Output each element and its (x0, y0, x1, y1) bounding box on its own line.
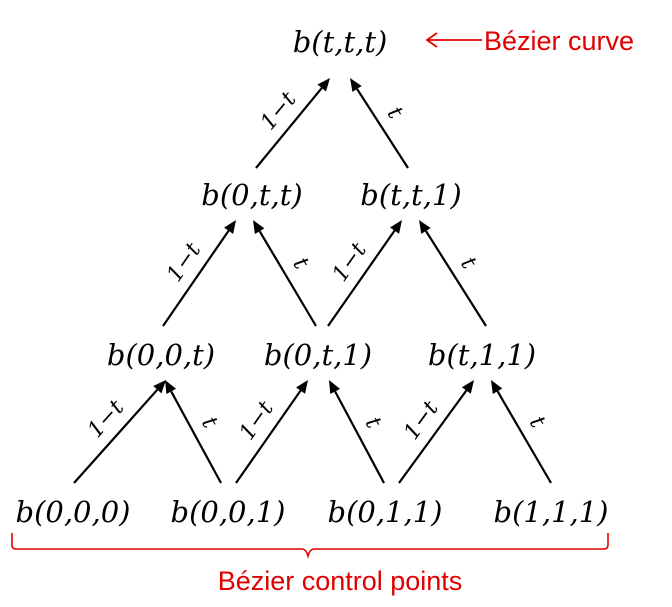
arrowhead-level2_left-to-level1_left (224, 220, 236, 234)
arrowhead-cp1-to-level2_left (165, 380, 177, 395)
weight-label-level2_mid-to-level1_left: t (287, 253, 313, 274)
node-level2-mid: b(0,t,1) (264, 338, 372, 372)
node-control-point-0: b(0,0,0) (16, 495, 131, 529)
edge-cp1-to-level2_mid (235, 390, 302, 484)
arrowhead-cp2-to-level2_mid (329, 380, 340, 395)
arrowhead-level1_right-to-apex (350, 78, 362, 92)
weight-label-level1_right-to-apex: t (382, 102, 408, 123)
edge-level2_left-to-level1_left (162, 230, 230, 327)
edges-layer: 1−t t 1−t t 1−t t 1−t t 1−t t 1−t t (73, 78, 552, 484)
weight-label-level2_right-to-level1_right: t (455, 253, 481, 274)
edge-cp2-to-level2_mid (334, 390, 385, 484)
node-control-point-2: b(0,1,1) (328, 495, 443, 529)
arrowhead-level1_left-to-apex (317, 78, 330, 92)
weight-label-level1_left-to-apex: 1−t (256, 87, 302, 135)
node-control-point-1: b(0,0,1) (171, 495, 286, 529)
weight-label-cp2-to-level2_mid: t (360, 413, 386, 433)
weight-label-cp2-to-level2_right: 1−t (399, 396, 444, 444)
arrowhead-level2_mid-to-level1_right (390, 220, 402, 234)
arrowhead-cp2-to-level2_right (461, 380, 474, 394)
edge-level1_left-to-apex (255, 87, 323, 169)
arrowhead-level2_right-to-level1_right (419, 220, 431, 234)
curve-pointer-arrowhead (425, 32, 438, 48)
weight-label-cp3-to-level2_right: t (524, 412, 550, 432)
edge-level1_right-to-apex (356, 88, 409, 169)
edge-level2_right-to-level1_right (425, 230, 487, 327)
bezier-curve-label: Bézier curve (484, 26, 634, 56)
edge-cp0-to-level2_left (73, 388, 159, 484)
edge-level2_mid-to-level1_right (327, 230, 396, 327)
arrowhead-cp1-to-level2_mid (296, 380, 308, 394)
node-level1-right: b(t,t,1) (360, 178, 461, 212)
node-apex: b(t,t,t) (293, 25, 388, 59)
node-level2-right: b(t,1,1) (428, 338, 536, 372)
weight-label-level2_left-to-level1_left: 1−t (162, 238, 206, 286)
weight-label-cp1-to-level2_left: t (196, 413, 222, 433)
node-level1-left: b(0,t,t) (201, 178, 302, 212)
node-level2-left: b(0,0,t) (107, 338, 215, 372)
edge-cp1-to-level2_left (170, 390, 222, 484)
edge-cp2-to-level2_right (398, 389, 468, 484)
bezier-control-points-label: Bézier control points (218, 566, 463, 596)
weight-label-level2_mid-to-level1_right: 1−t (328, 238, 372, 286)
control-points-brace (11, 533, 609, 559)
edge-level2_mid-to-level1_left (258, 230, 317, 327)
weight-label-cp0-to-level2_left: 1−t (83, 395, 129, 443)
node-control-point-3: b(1,1,1) (494, 495, 609, 529)
weight-label-cp1-to-level2_mid: 1−t (235, 397, 279, 445)
arrowhead-cp3-to-level2_right (491, 380, 503, 395)
arrowhead-level2_mid-to-level1_left (253, 220, 265, 234)
edge-cp3-to-level2_right (496, 390, 552, 484)
arrowhead-cp0-to-level2_left (153, 380, 166, 394)
